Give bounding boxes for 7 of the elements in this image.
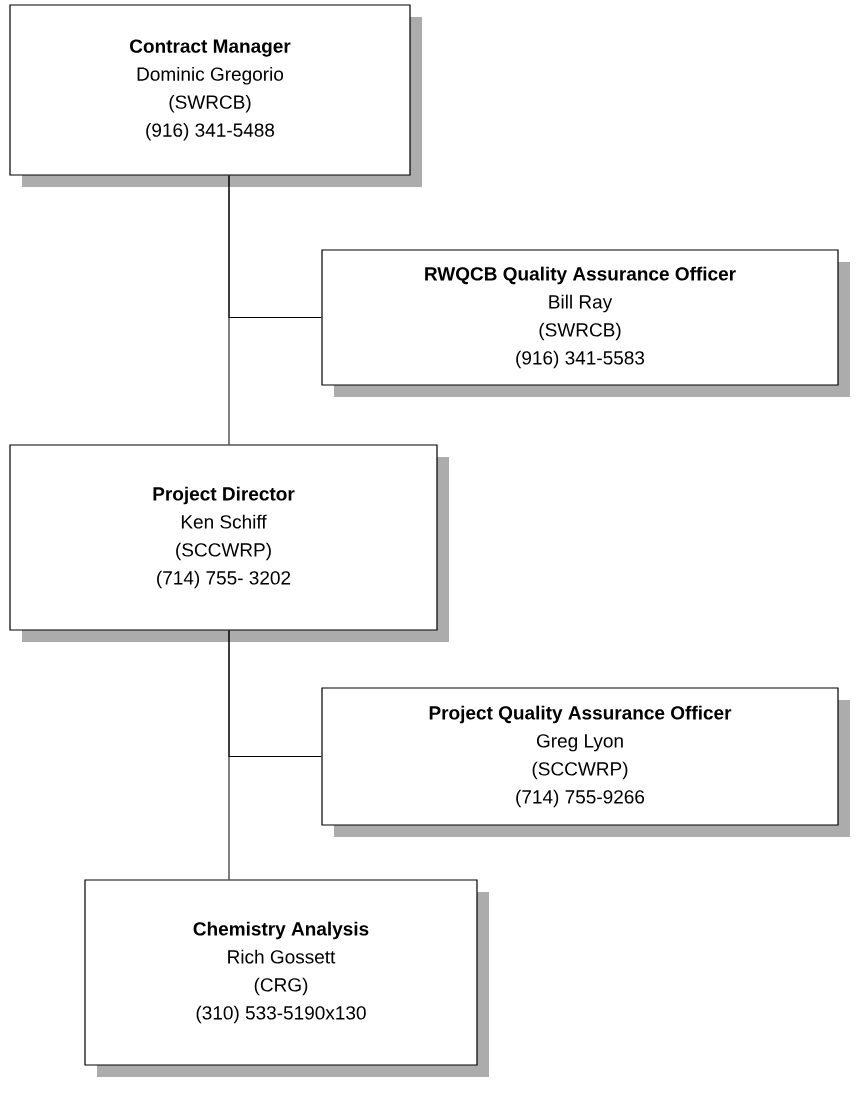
- connector-line: [228, 630, 322, 757]
- org-box: Project Director Ken Schiff (SCCWRP) (714) 755- 3202: [9, 444, 449, 642]
- connector-line: [228, 175, 322, 318]
- org-box: Chemistry Analysis Rich Gossett (CRG) (310) 533-5190x130: [84, 879, 489, 1077]
- org-box: Project Quality Assurance Officer Greg Lyon (SCCWRP) (714) 755-9266: [321, 687, 850, 837]
- org-box: Contract Manager Dominic Gregorio (SWRCB) (916) 341-5488: [9, 4, 422, 187]
- org-box: RWQCB Quality Assurance Officer Bill Ray (SWRCB) (916) 341-5583: [321, 249, 850, 397]
